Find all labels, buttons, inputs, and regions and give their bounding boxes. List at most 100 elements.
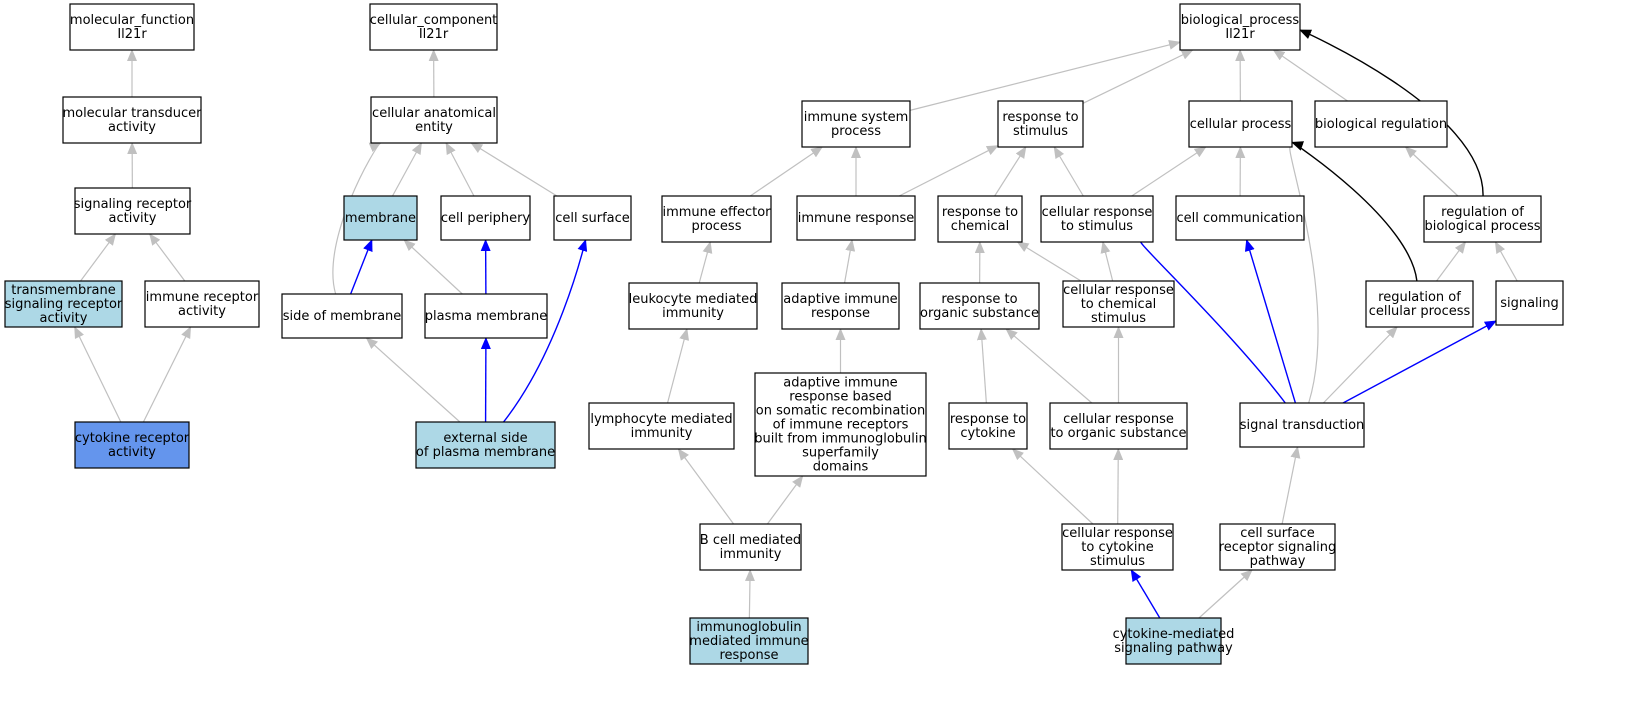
node-label-cell_resp_cyt-line-2: stimulus [1090,554,1145,569]
node-label-cell_resp_org-line-0: cellular response [1063,412,1174,427]
node-box-cell_anat [370,96,498,144]
node-cell_surface[interactable]: cell surface [553,195,632,241]
node-label-bp_root-line-1: Il21r [1225,27,1255,42]
node-label-reg_bio-line-1: biological process [1424,219,1540,234]
node-label-ig_immune-line-2: response [719,648,778,663]
node-box-resp_stim [997,100,1084,148]
node-label-lymph_imm-line-1: immunity [631,426,693,441]
node-box-leuk_imm [628,282,758,330]
node-label-adapt_somatic-line-0: adaptive immune [783,376,897,391]
node-plasma_membrane[interactable]: plasma membrane [424,293,548,339]
node-side_membrane[interactable]: side of membrane [281,293,403,339]
node-label-cs_receptor_path-line-2: pathway [1250,554,1306,569]
node-label-immune_receptor-line-0: immune receptor [146,290,259,305]
node-label-ext_side_pm-line-1: of plasma membrane [416,445,555,460]
edge-bcell_imm-to-adapt_somatic [766,475,804,525]
edge-cell_resp_cyt-to-cell_resp_org [1113,448,1124,525]
node-label-immune_sys-line-1: process [831,124,881,139]
node-label-tm_sig_receptor-line-1: signaling receptor [5,297,123,312]
node-sig_trans[interactable]: signal transduction [1239,402,1365,448]
edge-imm_effector-to-immune_sys [749,146,824,197]
edge-cell_surface-to-cell_anat [470,142,558,197]
node-label-sig_receptor-line-1: activity [109,211,157,226]
node-label-resp_cytokine-line-1: cytokine [960,426,1015,441]
edge-resp_cytokine-to-resp_org [976,328,987,404]
node-label-tm_sig_receptor-line-2: activity [40,311,88,326]
node-label-cell_anat-line-0: cellular anatomical [372,106,496,121]
edge-sig_trans-to-cell_comm [1244,239,1297,404]
edge-adapt_imm-to-imm_response [843,239,856,284]
node-box-cell_process [1188,100,1293,148]
node-label-cytokine_receptor-line-1: activity [108,445,156,460]
node-label-membrane-line-0: membrane [345,211,416,226]
node-label-cell_resp_chem-line-2: stimulus [1091,311,1146,326]
node-label-resp_stim-line-1: stimulus [1013,124,1068,139]
node-cell_process[interactable]: cellular process [1188,100,1293,148]
node-membrane[interactable]: membrane [343,195,418,241]
node-label-cell_resp_chem-line-1: to chemical [1081,297,1157,312]
node-box-lymph_imm [588,402,735,450]
node-label-adapt_somatic-line-3: of immune receptors [773,418,909,433]
node-box-adapt_imm [781,282,900,330]
node-box-cell_surface [553,195,632,241]
edge-cyt_signaling-to-cs_receptor_path [1198,569,1253,619]
edge-ig_immune-to-bcell_imm [744,569,755,619]
edge-sig_trans-to-cell_process [1278,137,1319,404]
edge-sig_trans-to-cell_resp_stim [1129,232,1286,404]
node-bio_reg[interactable]: biological regulation [1314,100,1448,148]
node-label-resp_cytokine-line-0: response to [950,412,1026,427]
node-box-cell_comm [1175,195,1305,241]
node-cell_periphery[interactable]: cell periphery [440,195,531,241]
edge-resp_chem-to-resp_stim [994,146,1027,197]
node-cell_comm[interactable]: cell communication [1175,195,1305,241]
node-label-resp_chem-line-0: response to [942,205,1018,220]
node-label-cell_anat-line-1: entity [415,120,453,135]
edge-cell_resp_chem-to-resp_chem [1016,241,1082,282]
edge-cell_resp_stim-to-resp_stim [1053,146,1084,197]
node-label-reg_cell-line-1: cellular process [1369,304,1471,319]
node-signaling[interactable]: signaling [1495,280,1564,326]
node-label-imm_effector-line-0: immune effector [662,205,771,220]
node-label-signaling-line-0: signaling [1500,296,1559,311]
edge-resp_stim-to-bp_root [1082,49,1194,104]
edge-cell_periphery-to-cell_anat [445,142,475,197]
node-label-side_membrane-line-0: side of membrane [283,309,402,324]
node-box-cell_resp_org [1049,402,1188,450]
node-label-resp_org-line-1: organic substance [920,306,1039,321]
edge-cell_resp_org-to-resp_org [1005,328,1093,404]
node-label-ext_side_pm-line-0: external side [443,431,527,446]
node-label-adapt_imm-line-0: adaptive immune [783,292,897,307]
node-box-cs_receptor_path [1219,523,1336,571]
node-imm_response[interactable]: immune response [796,195,916,241]
